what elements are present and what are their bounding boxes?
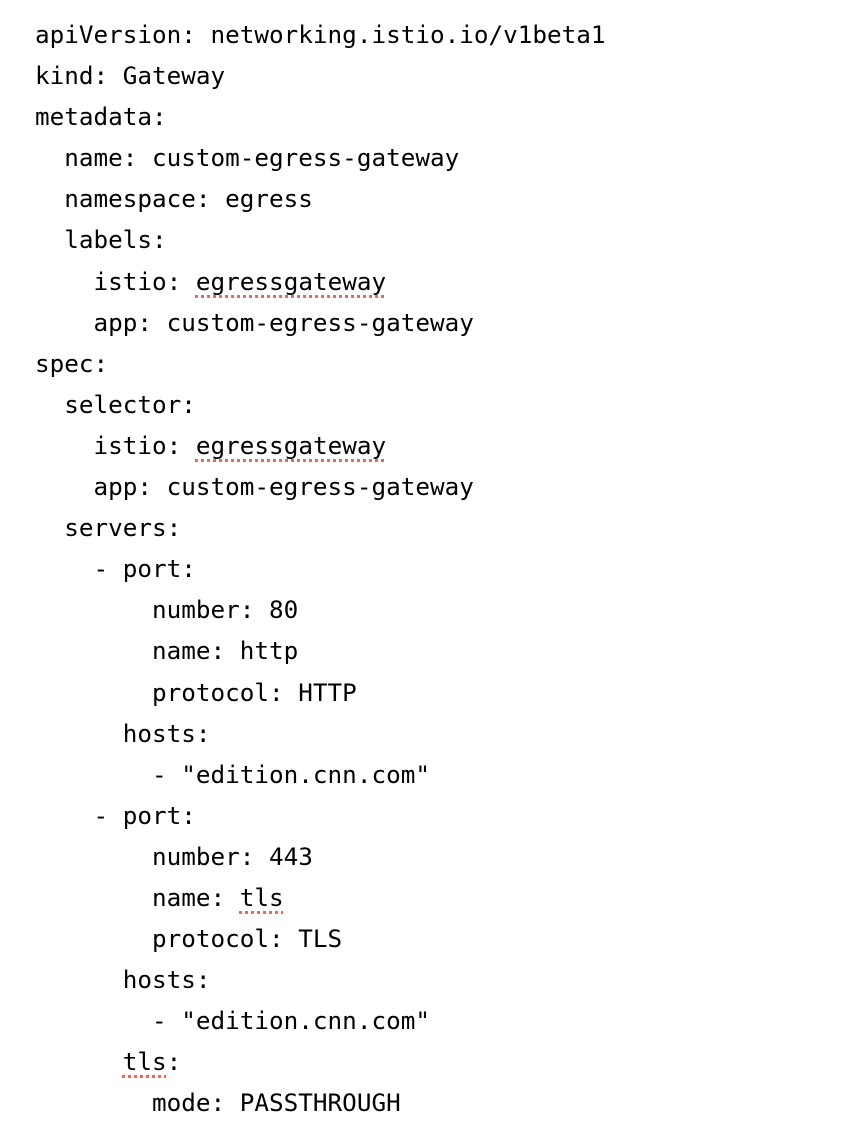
- yaml-line: servers:: [35, 507, 844, 548]
- code-text: hosts:: [35, 965, 211, 995]
- yaml-line: number: 80: [35, 589, 844, 630]
- code-text: name: custom-egress-gateway: [35, 143, 460, 173]
- yaml-line: name: http: [35, 630, 844, 671]
- yaml-line: mode: PASSTHROUGH: [35, 1082, 844, 1123]
- code-text: - port:: [35, 554, 196, 584]
- yaml-line: namespace: egress: [35, 178, 844, 219]
- code-text: number: 80: [35, 595, 299, 625]
- yaml-line: istio: egressgateway: [35, 425, 844, 466]
- yaml-line: istio: egressgateway: [35, 261, 844, 302]
- code-text: metadata:: [35, 102, 167, 132]
- yaml-line: app: custom-egress-gateway: [35, 466, 844, 507]
- code-text: - port:: [35, 800, 196, 830]
- yaml-line: - port:: [35, 795, 844, 836]
- yaml-line: name: custom-egress-gateway: [35, 137, 844, 178]
- code-text: spec:: [35, 348, 109, 378]
- code-text: name:: [35, 882, 240, 912]
- yaml-line: labels:: [35, 219, 844, 260]
- code-text: [35, 1047, 123, 1076]
- code-text: kind: Gateway: [35, 61, 226, 91]
- yaml-line: - "edition.cnn.com": [35, 754, 844, 795]
- yaml-line: - port:: [35, 548, 844, 589]
- yaml-line: protocol: HTTP: [35, 672, 844, 713]
- code-text: - "edition.cnn.com": [35, 1006, 430, 1036]
- yaml-line: name: tls: [35, 877, 844, 918]
- code-text: :: [166, 1047, 182, 1077]
- code-text: protocol: TLS: [35, 924, 343, 954]
- misspelled-word: tls: [122, 1047, 167, 1077]
- code-text: protocol: HTTP: [35, 677, 357, 707]
- code-text: namespace: egress: [35, 184, 313, 214]
- yaml-line: selector:: [35, 384, 844, 425]
- code-text: number: 443: [35, 841, 313, 871]
- code-text: labels:: [35, 225, 167, 255]
- yaml-line: protocol: TLS: [35, 918, 844, 959]
- yaml-line: apiVersion: networking.istio.io/v1beta1: [35, 14, 844, 55]
- code-text: app: custom-egress-gateway: [35, 307, 474, 337]
- code-text: selector:: [35, 389, 196, 419]
- yaml-line: app: custom-egress-gateway: [35, 302, 844, 343]
- code-text: app: custom-egress-gateway: [35, 472, 474, 502]
- code-text: apiVersion: networking.istio.io/v1beta1: [35, 20, 606, 49]
- yaml-line: - "edition.cnn.com": [35, 1000, 844, 1041]
- yaml-line: number: 443: [35, 836, 844, 877]
- yaml-line: metadata:: [35, 96, 844, 137]
- yaml-line: tls:: [35, 1041, 844, 1082]
- code-text: - "edition.cnn.com": [35, 759, 430, 789]
- yaml-line: kind: Gateway: [35, 55, 844, 96]
- code-text: mode: PASSTHROUGH: [35, 1088, 401, 1118]
- misspelled-word: tls: [239, 882, 284, 912]
- yaml-line: hosts:: [35, 959, 844, 1000]
- code-text: istio:: [35, 266, 196, 296]
- yaml-line: spec:: [35, 343, 844, 384]
- code-text: name: http: [35, 636, 299, 666]
- code-text: hosts:: [35, 718, 211, 748]
- yaml-line: hosts:: [35, 713, 844, 754]
- code-text: servers:: [35, 513, 182, 543]
- misspelled-word: egressgateway: [195, 430, 387, 460]
- misspelled-word: egressgateway: [195, 266, 387, 296]
- code-text: istio:: [35, 430, 196, 460]
